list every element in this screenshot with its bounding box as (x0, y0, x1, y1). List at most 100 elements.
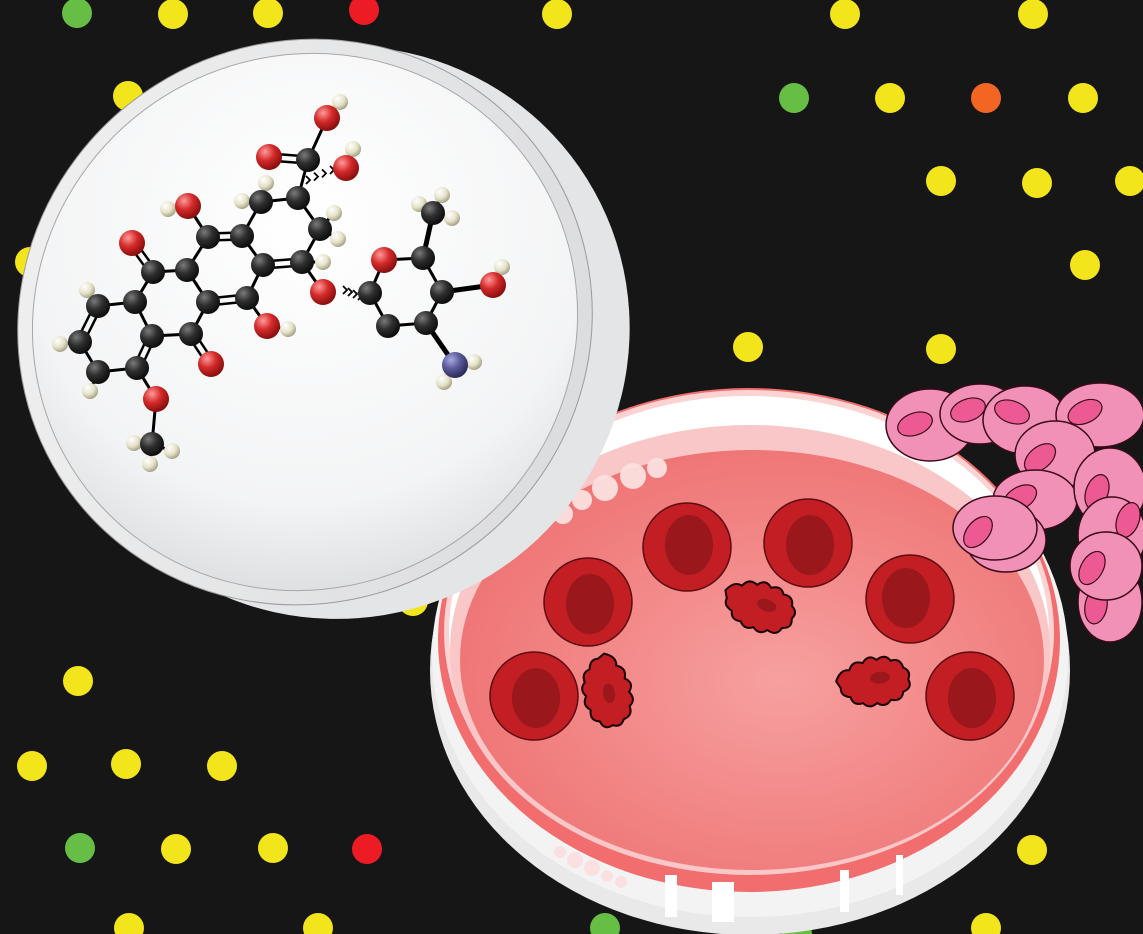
background-dot (1115, 166, 1143, 196)
carbon-atom (411, 246, 435, 270)
carbon-atom (358, 281, 382, 305)
oxygen-atom (480, 272, 506, 298)
stereo-hash (305, 175, 312, 185)
background-dot (1070, 250, 1100, 280)
background-dot (258, 833, 288, 863)
carbon-atom (86, 294, 110, 318)
background-dot (1022, 168, 1052, 198)
stereo-hash (321, 168, 328, 178)
oxygen-atom (333, 155, 359, 181)
background-dot (17, 751, 47, 781)
background-dot (1017, 835, 1047, 865)
carbon-atom (296, 148, 320, 172)
background-dot (1018, 0, 1048, 29)
nitrogen-atom (442, 352, 468, 378)
carbon-atom (196, 225, 220, 249)
background-dot (253, 0, 283, 28)
stereo-hash (313, 172, 320, 182)
hydrogen-atom (494, 259, 510, 275)
red-blood-cells (489, 498, 1015, 741)
hydrogen-atom (326, 205, 342, 221)
carbon-atom (123, 290, 147, 314)
bubbles (553, 458, 667, 888)
background-dot (62, 0, 92, 28)
carbon-atom (430, 280, 454, 304)
carbon-atom (414, 311, 438, 335)
hydrogen-atom (160, 201, 176, 217)
background-dot (352, 834, 382, 864)
background-dot (733, 332, 763, 362)
background-dot (349, 0, 379, 25)
oxygen-atom (119, 230, 145, 256)
red-blood-cell-icon (642, 502, 732, 592)
carbon-atom (141, 260, 165, 284)
red-blood-cell-icon (489, 651, 579, 741)
background-dot (114, 913, 144, 934)
background-dot (971, 83, 1001, 113)
carbon-atom (308, 217, 332, 241)
oxygen-atom (310, 279, 336, 305)
carbon-atom (140, 432, 164, 456)
oxygen-atom (314, 105, 340, 131)
hydrogen-atom (466, 354, 482, 370)
oxygen-atom (371, 247, 397, 273)
background-dot (1068, 83, 1098, 113)
oxygen-atom (256, 144, 282, 170)
background-dot (971, 913, 1001, 934)
crenated-red-blood-cell-icon (581, 652, 634, 729)
red-blood-cell-icon (925, 651, 1015, 741)
carbon-atom (175, 258, 199, 282)
stereo-hash (342, 285, 349, 295)
carbon-atom (86, 360, 110, 384)
background-dot (926, 166, 956, 196)
red-blood-cell-icon (763, 498, 853, 588)
background-dot (779, 83, 809, 113)
oxygen-atom (254, 313, 280, 339)
background-dot (63, 666, 93, 696)
doxorubicin-molecule-icon (52, 94, 510, 472)
hydrogen-atom (434, 187, 450, 203)
carbon-atom (125, 356, 149, 380)
hydrogen-atom (444, 210, 460, 226)
hydrogen-atom (315, 254, 331, 270)
crenated-red-blood-cells (581, 580, 911, 729)
hydrogen-atom (234, 193, 250, 209)
carbon-atom (290, 250, 314, 274)
carbon-atom (68, 330, 92, 354)
background-dot (303, 913, 333, 934)
background-dot (542, 0, 572, 29)
stereo-hash (352, 289, 359, 299)
carbon-atom (140, 324, 164, 348)
background-dot (875, 83, 905, 113)
hydrogen-atom (332, 94, 348, 110)
background-dot (65, 833, 95, 863)
hydrogen-atom (258, 175, 274, 191)
pink-cell-cluster (885, 382, 1143, 643)
oxygen-atom (175, 193, 201, 219)
hydrogen-atom (82, 383, 98, 399)
hydrogen-atom (126, 435, 142, 451)
stereo-hash (347, 287, 354, 297)
pink-cell-icon (952, 495, 1038, 561)
red-blood-cell-icon (543, 557, 633, 647)
crenated-red-blood-cell-icon (835, 655, 911, 708)
carbon-atom (421, 201, 445, 225)
hydrogen-atom (142, 456, 158, 472)
red-blood-cell-icon (865, 554, 955, 644)
oxygen-atom (143, 386, 169, 412)
pink-cell-icon (1069, 531, 1143, 601)
carbon-atom (196, 290, 220, 314)
background-dot (926, 334, 956, 364)
oxygen-atom (198, 351, 224, 377)
background-dot (161, 834, 191, 864)
carbon-atom (230, 224, 254, 248)
crenated-red-blood-cell-icon (724, 580, 797, 634)
petri-dish-icon (430, 388, 1070, 934)
carbon-atom (179, 322, 203, 346)
carbon-atom (251, 253, 275, 277)
hydrogen-atom (436, 374, 452, 390)
hydrogen-atom (79, 282, 95, 298)
hydrogen-atom (330, 231, 346, 247)
background-dots (15, 0, 1143, 934)
